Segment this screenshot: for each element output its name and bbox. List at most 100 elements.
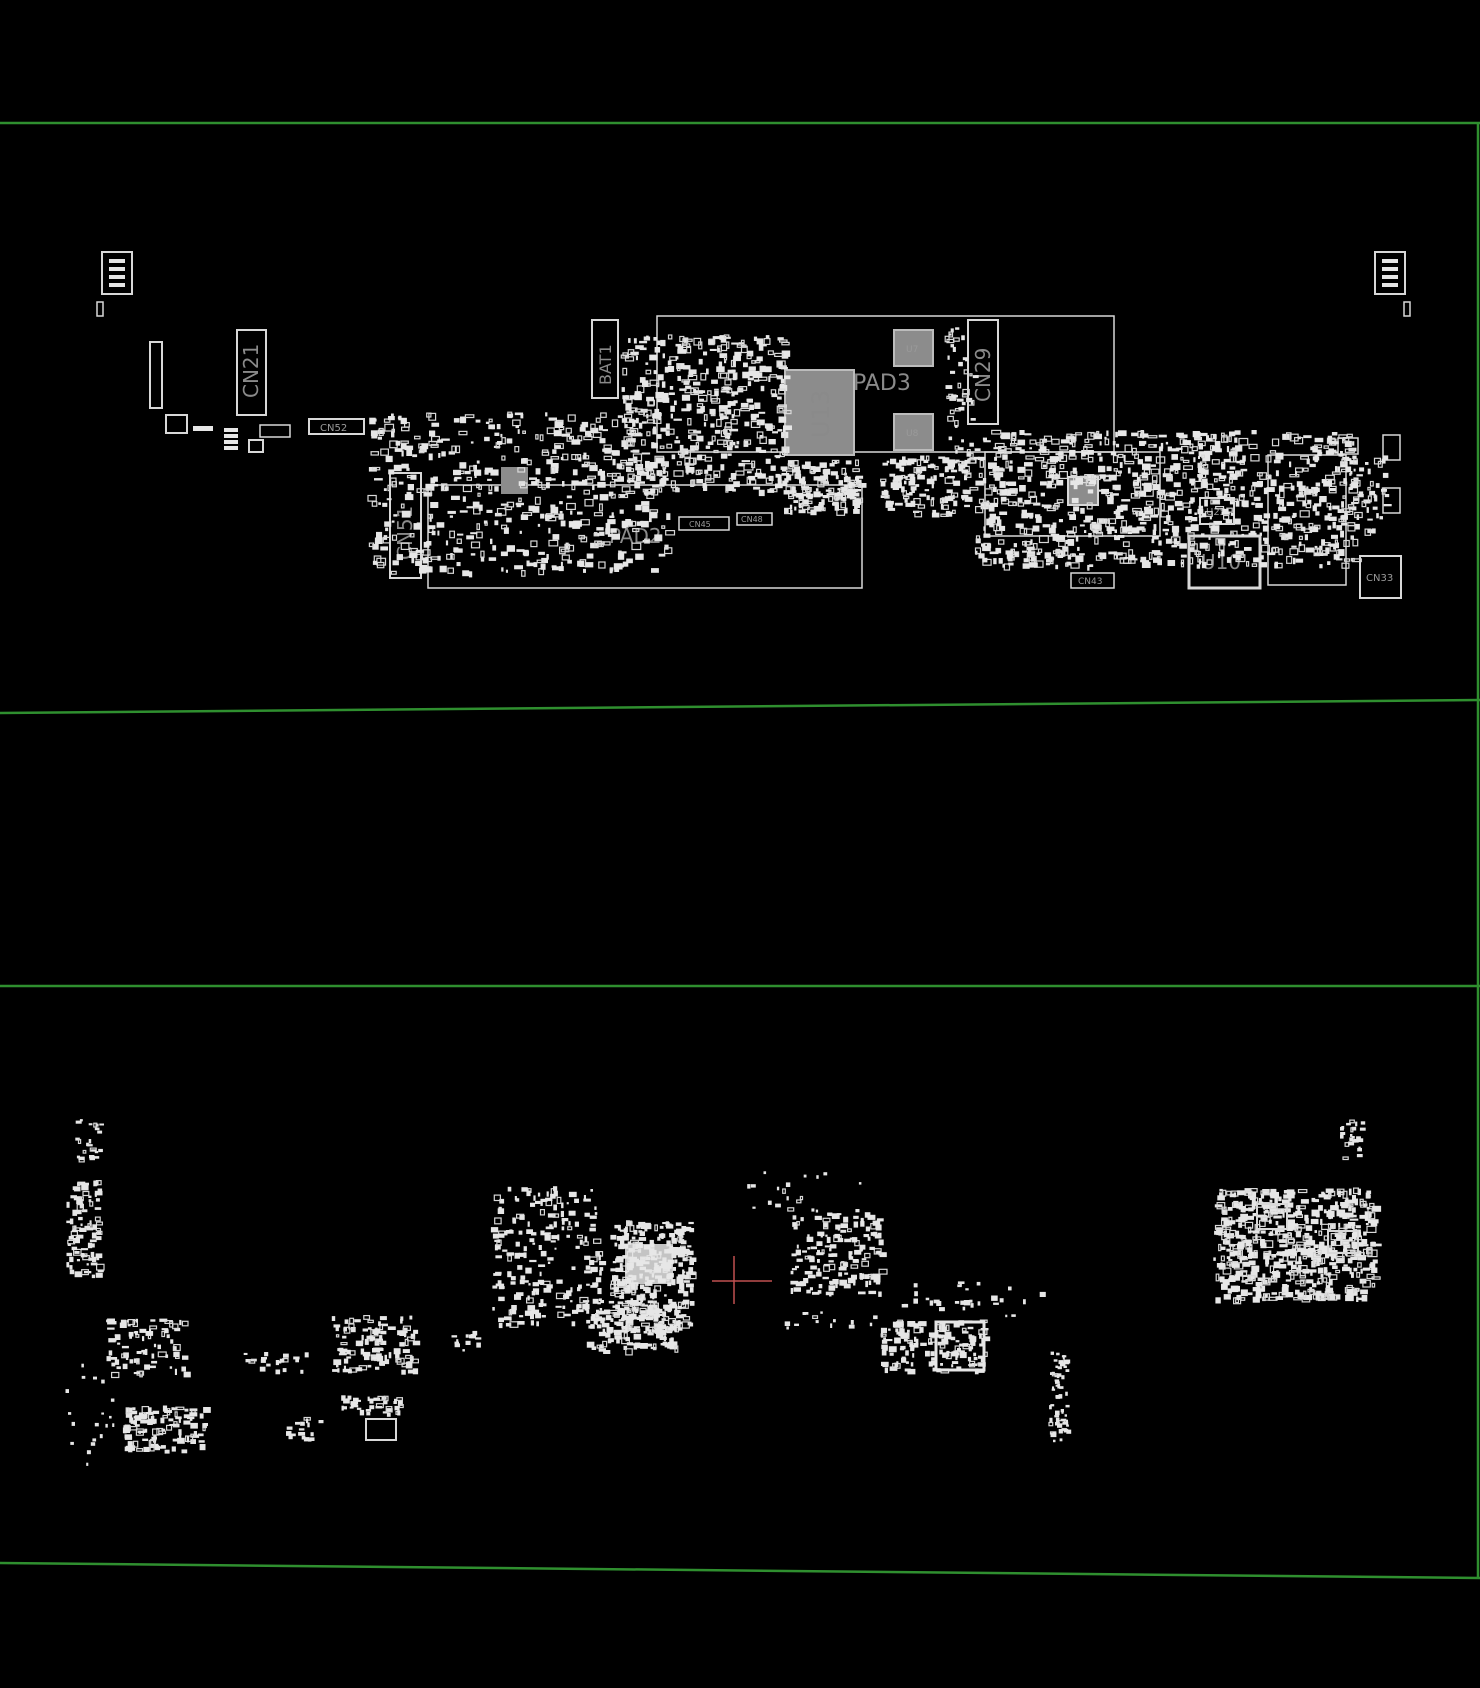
part-left-square[interactable] [165, 414, 188, 434]
smd-part [189, 1412, 198, 1417]
chip-u7[interactable] [893, 329, 934, 367]
smd-part [1323, 1194, 1331, 1200]
smd-part [651, 442, 658, 449]
smd-part [1231, 473, 1238, 478]
chip-bottom-right-1[interactable] [1256, 1203, 1288, 1230]
smd-part [621, 387, 625, 392]
chip-bottom-center[interactable] [625, 1244, 673, 1284]
smd-part [1270, 1277, 1277, 1283]
connector-cn33[interactable] [1359, 555, 1402, 599]
smd-part [619, 1229, 627, 1232]
smd-part [1089, 478, 1097, 485]
smd-part [666, 513, 671, 520]
smd-part [656, 1313, 663, 1316]
smd-part [679, 1283, 685, 1290]
smd-part [816, 1175, 819, 1179]
smd-part [1167, 560, 1176, 566]
smd-part [1238, 1222, 1243, 1228]
connector-cn52[interactable] [308, 418, 365, 435]
smd-part [1167, 446, 1172, 452]
smd-part [530, 1202, 536, 1207]
board-bottom-side[interactable] [65, 1119, 1382, 1466]
smd-part [1095, 555, 1103, 561]
smd-part [151, 1353, 155, 1359]
smd-part [1141, 515, 1150, 519]
chip-u13[interactable] [784, 369, 855, 456]
smd-part [1289, 474, 1300, 478]
connector-cn21[interactable] [236, 329, 267, 416]
smd-part [1264, 1206, 1274, 1209]
smd-part [585, 430, 591, 436]
smd-part [1218, 1243, 1222, 1252]
smd-part [1150, 468, 1160, 475]
smd-part [179, 1434, 182, 1439]
smd-part [983, 533, 991, 538]
smd-part [1172, 529, 1179, 537]
chip-bottom-mid[interactable] [934, 1320, 986, 1372]
connector-left-top[interactable] [101, 251, 133, 295]
smd-part [343, 1327, 347, 1332]
chip-bottom-left[interactable] [365, 1418, 397, 1441]
pad-right-small[interactable] [1403, 301, 1411, 317]
smd-part [750, 1184, 756, 1188]
smd-part [747, 381, 752, 387]
connector-bat1[interactable] [591, 319, 619, 399]
smd-part [476, 460, 480, 464]
smd-part [807, 495, 813, 500]
smd-part [1240, 486, 1245, 491]
smd-part [332, 1369, 339, 1372]
smd-part [1098, 465, 1106, 473]
chip-u8[interactable] [893, 413, 934, 451]
outline-pad2-region[interactable] [427, 484, 863, 589]
smd-part [1202, 454, 1211, 462]
smd-part [1138, 490, 1145, 497]
pad-left-small[interactable] [96, 301, 104, 317]
smd-part [1327, 1223, 1336, 1229]
connector-vertical-left[interactable] [149, 341, 163, 409]
smd-part [1289, 1223, 1298, 1229]
smd-part [1242, 500, 1249, 508]
chip-bottom-right-2[interactable] [1327, 1230, 1359, 1254]
smd-part [822, 469, 829, 475]
board-top-side[interactable]: CN21 CN52 BAT1 U13 PAD3 U7 U8 CN29 [96, 251, 1411, 599]
smd-part [1087, 564, 1090, 571]
smd-part [752, 1206, 756, 1209]
smd-part [145, 1331, 154, 1336]
smd-part [477, 492, 481, 497]
smd-part [714, 391, 719, 396]
smd-part [1323, 1267, 1328, 1274]
connector-cn48[interactable] [736, 512, 773, 526]
smd-part [66, 1220, 71, 1224]
smd-part [913, 1283, 918, 1288]
connector-cn43[interactable] [1070, 572, 1115, 589]
smd-part [1162, 473, 1172, 478]
smd-part [740, 407, 751, 412]
smd-part [400, 1316, 404, 1321]
smd-part [1120, 504, 1128, 511]
outline-right-cluster[interactable] [1267, 454, 1347, 586]
smd-part [671, 1341, 678, 1346]
smd-part [603, 1350, 611, 1354]
smd-part [821, 499, 825, 505]
smd-part [1057, 554, 1064, 558]
smd-part [1165, 441, 1169, 445]
smd-part [1136, 526, 1145, 531]
connector-cn45[interactable] [678, 516, 730, 531]
smd-part [1051, 438, 1060, 445]
smd-part [815, 488, 819, 492]
connector-right-top[interactable] [1374, 251, 1406, 295]
smd-part [120, 1319, 127, 1325]
smd-part [993, 447, 1002, 450]
smd-part [931, 1357, 938, 1361]
smd-part [1158, 540, 1162, 546]
smd-part [523, 549, 529, 557]
smd-part [187, 1416, 195, 1420]
smd-part [662, 475, 667, 480]
smd-part [1214, 1204, 1223, 1208]
smd-part [618, 1244, 625, 1250]
part-left-cap[interactable] [248, 439, 264, 453]
smd-part [1138, 512, 1146, 517]
smd-part [500, 551, 508, 557]
smd-part [855, 476, 859, 481]
